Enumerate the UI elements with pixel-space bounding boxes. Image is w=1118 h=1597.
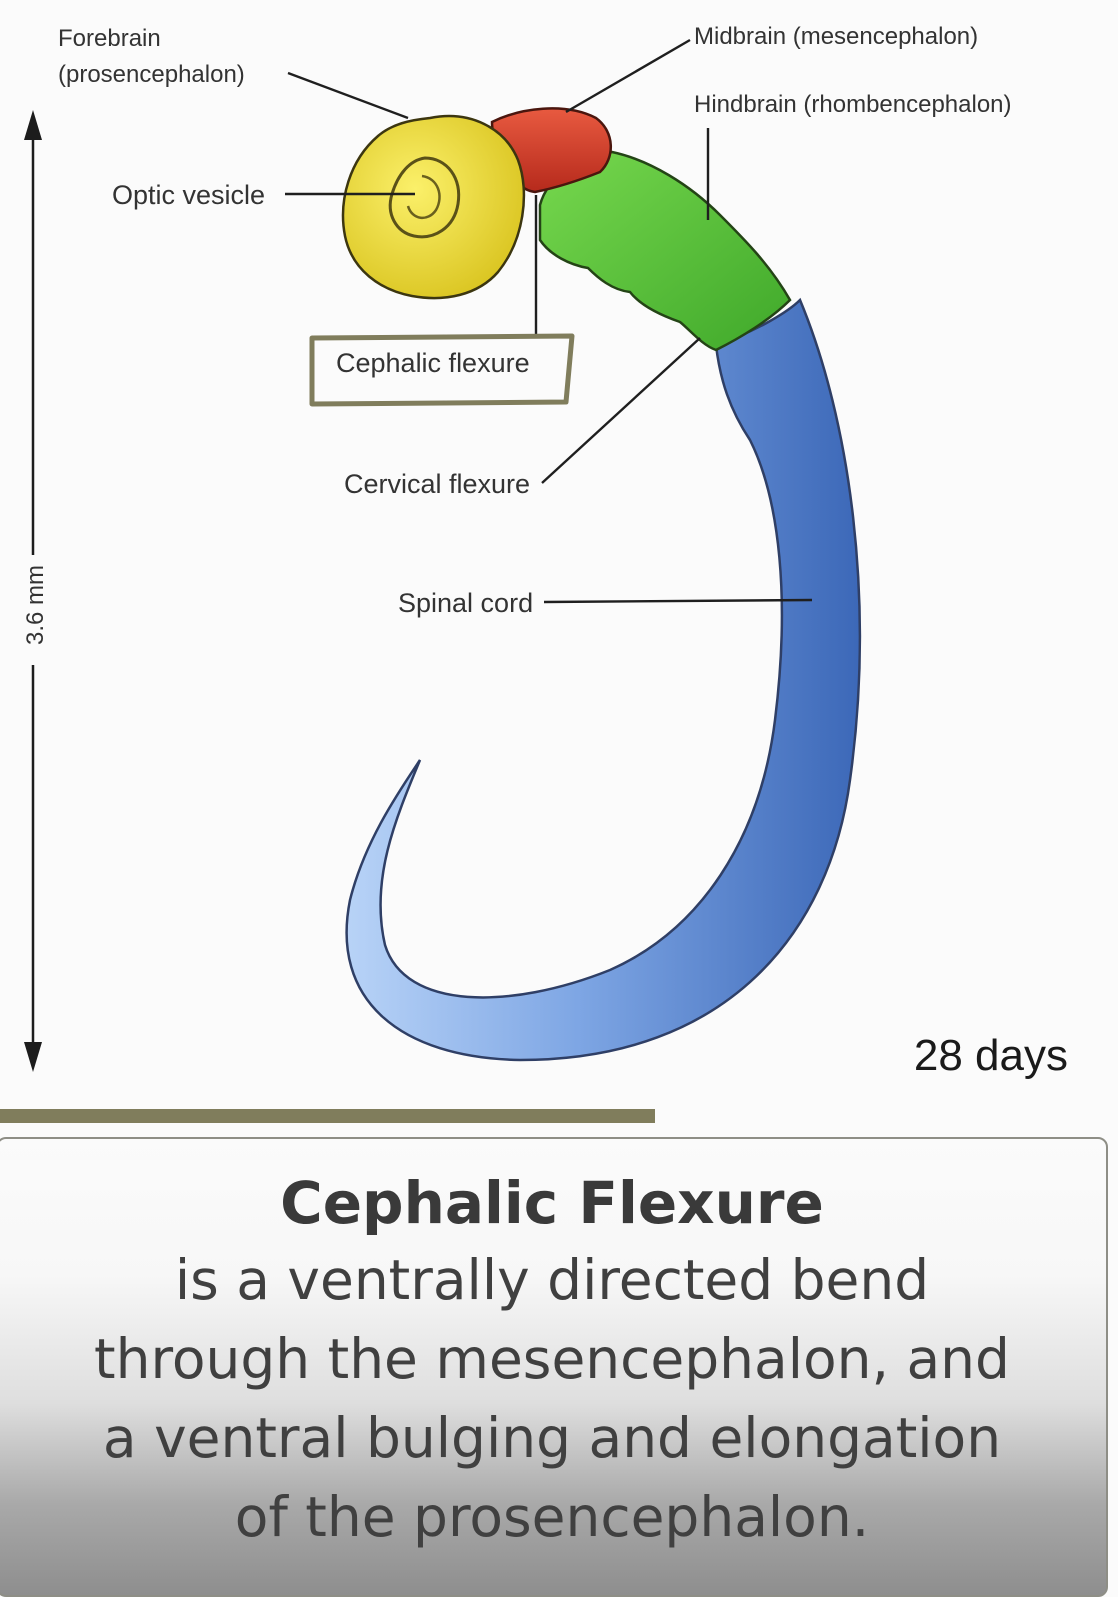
spinal-cord-label: Spinal cord (398, 588, 533, 618)
caption-line: is a ventrally directed bend (174, 1248, 930, 1312)
caption-line: of the prosencephalon. (234, 1485, 870, 1549)
forebrain-label: Forebrain (58, 25, 161, 52)
hindbrain-shape (538, 150, 792, 352)
forebrain-shape (341, 114, 526, 300)
cervical-flexure-leader (541, 337, 701, 484)
caption-title: Cephalic Flexure (280, 1169, 824, 1237)
caption-line: through the mesencephalon, and (94, 1327, 1010, 1391)
spinal-cord-shape (345, 297, 862, 1062)
scale-arrow (18, 110, 48, 1072)
spinal-cord-leader (543, 598, 813, 604)
age-label: 28 days (914, 1031, 1068, 1080)
caption-line: a ventral bulging and elongation (102, 1406, 1002, 1470)
cephalic-flexure-label: Cephalic flexure (336, 348, 530, 378)
optic-vesicle-shape (388, 156, 461, 239)
caption-body: is a ventrally directed bend through the… (0, 1241, 1106, 1557)
scale-label: 3.6 mm (22, 565, 49, 645)
optic-vesicle-label: Optic vesicle (112, 180, 265, 210)
optic-vesicle-curl (406, 174, 441, 219)
cephalic-flexure-highlight-box (309, 333, 575, 407)
midbrain-leader (565, 38, 691, 114)
neural-tube-diagram: 3.6 mm Forebrain (prosencephalon) Midbra… (18, 23, 1068, 1080)
midbrain-label: Midbrain (mesencephalon) (694, 23, 978, 50)
forebrain-sub-label: (prosencephalon) (58, 61, 245, 88)
hindbrain-label: Hindbrain (rhombencephalon) (694, 91, 1012, 118)
divider-bar (0, 1109, 655, 1123)
caption-panel: Cephalic Flexure is a ventrally directed… (0, 1137, 1108, 1597)
cervical-flexure-label: Cervical flexure (344, 469, 530, 499)
forebrain-leader (287, 71, 409, 120)
